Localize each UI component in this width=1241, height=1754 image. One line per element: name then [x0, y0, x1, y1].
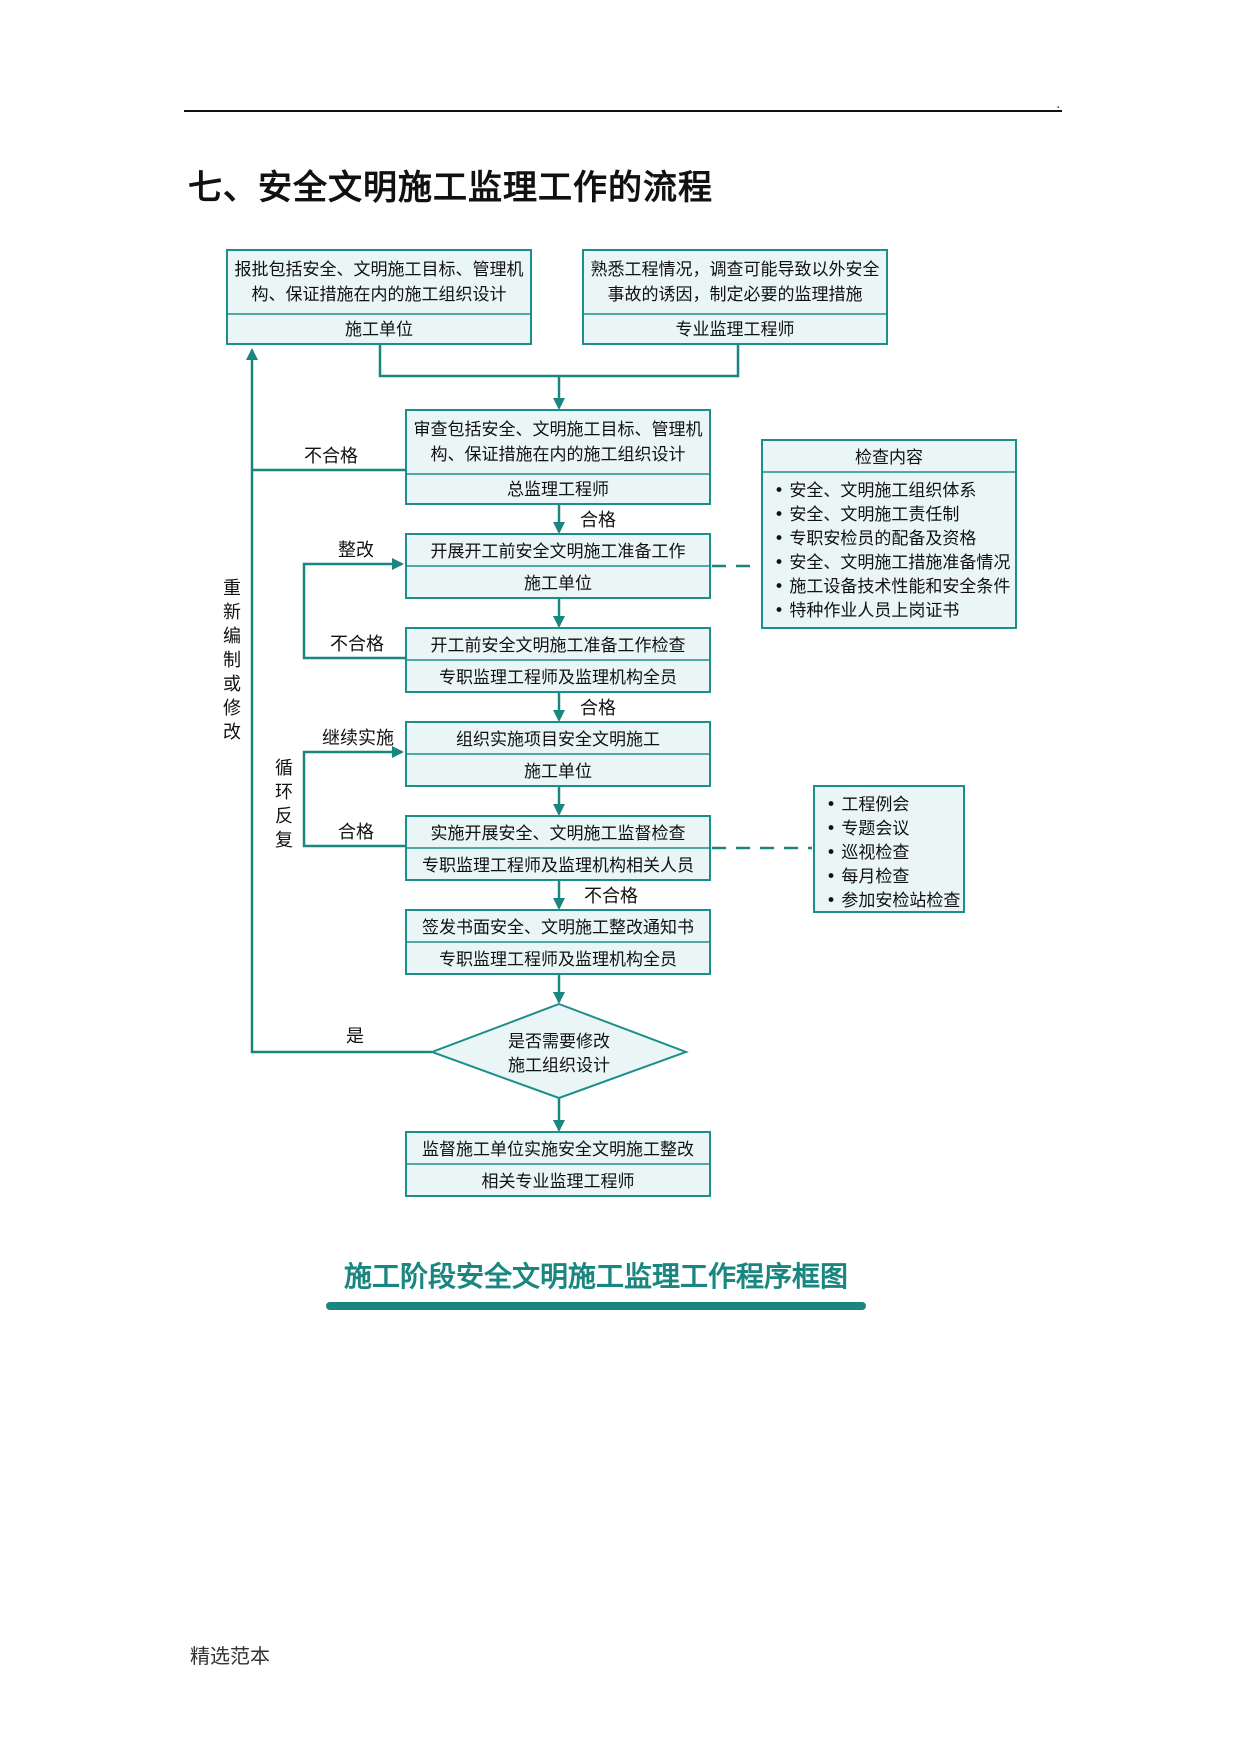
method-item: • 参加安检站检查 — [826, 891, 960, 911]
svg-text:环: 环 — [275, 782, 293, 803]
svg-text:构、保证措施在内的施工组织设计: 构、保证措施在内的施工组织设计 — [252, 285, 507, 305]
svg-text:施工单位: 施工单位 — [345, 320, 413, 340]
label-qualified: 合格 — [580, 510, 616, 531]
box-pre-construction-prep: 开展开工前安全文明施工准备工作 施工单位 — [405, 533, 711, 599]
label-continue: 继续实施 — [322, 728, 394, 749]
svg-text:重: 重 — [223, 578, 241, 599]
method-item: • 每月检查 — [826, 867, 909, 887]
svg-text:相关专业监理工程师: 相关专业监理工程师 — [482, 1172, 635, 1192]
svg-text:审查包括安全、文明施工目标、管理机: 审查包括安全、文明施工目标、管理机 — [414, 420, 703, 440]
check-content-box: 检查内容 • 安全、文明施工组织体系 • 安全、文明施工责任制 • 专职安检员的… — [761, 439, 1017, 629]
header-rule — [184, 110, 1062, 112]
svg-text:改: 改 — [223, 722, 241, 743]
svg-text:总监理工程师: 总监理工程师 — [507, 480, 609, 500]
branch-labels: 不合格 合格 整改 不合格 合格 继续实施 合格 不合格 是 — [304, 446, 638, 1047]
svg-text:实施开展安全、文明施工监督检查: 实施开展安全、文明施工监督检查 — [431, 824, 686, 844]
vertical-label-cycle: 循 环 反 复 — [275, 758, 293, 851]
box-organize-implementation: 组织实施项目安全文明施工 施工单位 — [405, 721, 711, 787]
vertical-label-recompile: 重 新 编 制 或 修 改 — [223, 578, 241, 743]
svg-text:监督施工单位实施安全文明施工整改: 监督施工单位实施安全文明施工整改 — [422, 1140, 694, 1160]
box-review-plan: 审查包括安全、文明施工目标、管理机 构、保证措施在内的施工组织设计 总监理工程师 — [405, 409, 711, 505]
svg-text:新: 新 — [223, 602, 241, 623]
svg-text:反: 反 — [275, 806, 293, 827]
svg-text:制: 制 — [223, 650, 241, 671]
svg-text:专职监理工程师及监理机构相关人员: 专职监理工程师及监理机构相关人员 — [422, 856, 694, 876]
svg-text:熟悉工程情况，调查可能导致以外安全: 熟悉工程情况，调查可能导致以外安全 — [591, 259, 880, 280]
check-item: • 专职安检员的配备及资格 — [774, 529, 976, 549]
svg-text:构、保证措施在内的施工组织设计: 构、保证措施在内的施工组织设计 — [431, 445, 686, 465]
method-item: • 巡视检查 — [826, 843, 909, 863]
svg-text:复: 复 — [275, 830, 293, 851]
connectors — [246, 344, 812, 1132]
svg-text:施工阶段安全文明施工监理工作程序框图: 施工阶段安全文明施工监理工作程序框图 — [344, 1260, 848, 1293]
svg-text:开展开工前安全文明施工准备工作: 开展开工前安全文明施工准备工作 — [431, 542, 686, 562]
svg-text:报批包括安全、文明施工目标、管理机: 报批包括安全、文明施工目标、管理机 — [235, 260, 524, 280]
check-item: • 安全、文明施工组织体系 — [774, 481, 976, 501]
box-survey-project: 熟悉工程情况，调查可能导致以外安全 事故的诱因，制定必要的监理措施 专业监理工程… — [582, 249, 888, 345]
check-item: • 特种作业人员上岗证书 — [774, 601, 959, 621]
label-yes: 是 — [346, 1026, 364, 1047]
method-item: • 专题会议 — [826, 819, 909, 839]
box-supervise-rectification: 监督施工单位实施安全文明施工整改 相关专业监理工程师 — [405, 1131, 711, 1197]
label-unqualified: 不合格 — [584, 886, 638, 907]
svg-text:或: 或 — [223, 674, 241, 695]
check-item: • 安全、文明施工措施准备情况 — [774, 553, 1010, 573]
svg-text:专业监理工程师: 专业监理工程师 — [676, 320, 795, 340]
svg-text:专职监理工程师及监理机构全员: 专职监理工程师及监理机构全员 — [439, 668, 677, 688]
box-rectification-notice: 签发书面安全、文明施工整改通知书 专职监理工程师及监理机构全员 — [405, 909, 711, 975]
label-unqualified: 不合格 — [330, 634, 384, 655]
section-title: 七、安全文明施工监理工作的流程 — [188, 168, 713, 208]
svg-text:施工单位: 施工单位 — [524, 762, 592, 782]
label-qualified: 合格 — [580, 698, 616, 719]
methods-box: • 工程例会 • 专题会议 • 巡视检查 • 每月检查 • 参加安检站检查 — [813, 785, 965, 913]
check-item: • 施工设备技术性能和安全条件 — [774, 577, 1010, 597]
label-unqualified: 不合格 — [304, 446, 358, 467]
svg-text:修: 修 — [223, 698, 241, 719]
decision-modify-plan: 是否需要修改 施工组织设计 — [429, 1002, 689, 1100]
diagram-caption: 施工阶段安全文明施工监理工作程序框图 — [326, 1260, 866, 1310]
svg-text:组织实施项目安全文明施工: 组织实施项目安全文明施工 — [456, 730, 660, 750]
method-item: • 工程例会 — [826, 795, 909, 815]
svg-text:编: 编 — [223, 626, 241, 647]
label-rectify: 整改 — [338, 540, 374, 561]
check-content-title: 检查内容 — [855, 448, 923, 468]
svg-text:是否需要修改: 是否需要修改 — [508, 1032, 610, 1052]
svg-text:专职监理工程师及监理机构全员: 专职监理工程师及监理机构全员 — [439, 950, 677, 970]
svg-text:开工前安全文明施工准备工作检查: 开工前安全文明施工准备工作检查 — [431, 636, 686, 656]
footer-text: 精选范本 — [190, 1644, 270, 1668]
label-qualified: 合格 — [338, 822, 374, 843]
box-supervision-inspection: 实施开展安全、文明施工监督检查 专职监理工程师及监理机构相关人员 — [405, 815, 711, 881]
header-mark: . — [1056, 96, 1061, 112]
svg-text:循: 循 — [275, 758, 293, 779]
svg-text:施工组织设计: 施工组织设计 — [508, 1056, 610, 1076]
box-submit-plan: 报批包括安全、文明施工目标、管理机 构、保证措施在内的施工组织设计 施工单位 — [226, 249, 532, 345]
svg-text:施工单位: 施工单位 — [524, 574, 592, 594]
check-item: • 安全、文明施工责任制 — [774, 505, 959, 525]
svg-text:事故的诱因，制定必要的监理措施: 事故的诱因，制定必要的监理措施 — [608, 285, 863, 305]
box-prep-inspection: 开工前安全文明施工准备工作检查 专职监理工程师及监理机构全员 — [405, 627, 711, 693]
svg-text:签发书面安全、文明施工整改通知书: 签发书面安全、文明施工整改通知书 — [422, 918, 694, 938]
